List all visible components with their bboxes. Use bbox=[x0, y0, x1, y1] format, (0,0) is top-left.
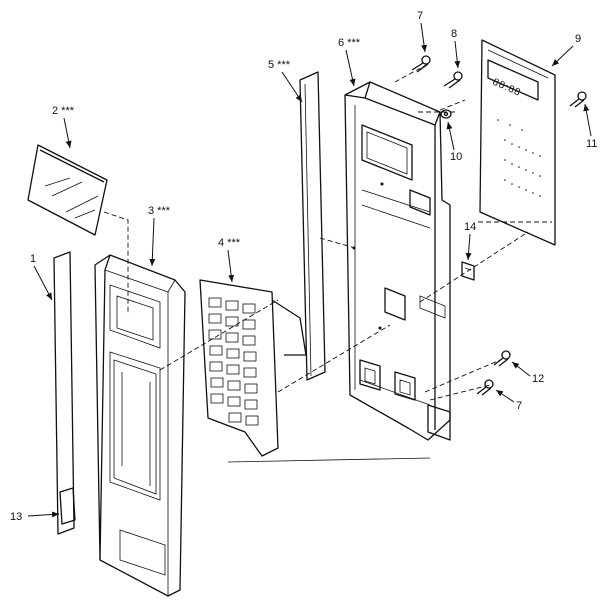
callout-9: 9 bbox=[551, 33, 581, 67]
screw-8 bbox=[443, 71, 463, 89]
part-6-control-chassis bbox=[344, 81, 451, 441]
callout-label-4: 4 *** bbox=[218, 237, 241, 249]
callout-label-14: 14 bbox=[464, 221, 476, 233]
callout-label-11: 11 bbox=[586, 138, 597, 150]
callout-label-7-top: 7 bbox=[417, 10, 423, 22]
callout-label-1: 1 bbox=[30, 253, 36, 265]
callout-5: 5 *** bbox=[268, 59, 303, 103]
part-13-pad bbox=[59, 487, 76, 525]
washer-10 bbox=[440, 109, 452, 119]
callout-7-top: 7 bbox=[417, 10, 428, 53]
keypad-keys bbox=[208, 297, 259, 426]
callout-label-12: 12 bbox=[532, 373, 544, 385]
callout-13: 13 bbox=[10, 511, 60, 523]
part-5-side-strip bbox=[299, 71, 326, 381]
callout-label-2: 2 *** bbox=[52, 105, 75, 117]
part-4-keypad bbox=[199, 279, 307, 457]
callout-label-5: 5 *** bbox=[268, 59, 291, 71]
callout-label-9: 9 bbox=[575, 33, 581, 45]
callout-8: 8 bbox=[451, 28, 461, 69]
screw-7-bottom bbox=[476, 379, 494, 396]
circuit-dots bbox=[497, 119, 541, 197]
callout-1: 1 bbox=[30, 253, 53, 301]
part-3-door-panel bbox=[94, 254, 186, 597]
display-readout: 88:88 bbox=[491, 77, 523, 99]
callout-label-6: 6 *** bbox=[338, 37, 361, 49]
screw-11 bbox=[569, 91, 587, 108]
callout-label-3: 3 *** bbox=[148, 205, 171, 217]
callout-11: 11 bbox=[583, 103, 597, 150]
callout-3: 3 *** bbox=[148, 205, 171, 267]
callout-label-10: 10 bbox=[450, 151, 462, 163]
callout-7-bottom: 7 bbox=[495, 389, 522, 412]
screw-7-top bbox=[411, 55, 431, 73]
bracket-14 bbox=[461, 261, 475, 281]
screw-12 bbox=[493, 350, 511, 367]
assembly-guide-lines bbox=[103, 63, 552, 463]
callout-4: 4 *** bbox=[218, 237, 241, 283]
callout-14: 14 bbox=[464, 221, 476, 261]
part-1-strip bbox=[53, 251, 75, 535]
callout-2: 2 *** bbox=[52, 105, 75, 149]
callout-6: 6 *** bbox=[338, 37, 361, 87]
part-9-display-board: 88:88 bbox=[479, 39, 556, 246]
callout-label-13: 13 bbox=[10, 511, 22, 523]
part-2-window-glass bbox=[27, 144, 108, 236]
callout-label-7-bottom: 7 bbox=[516, 400, 522, 412]
callout-12: 12 bbox=[511, 361, 544, 385]
callout-10: 10 bbox=[446, 121, 462, 163]
callout-label-8: 8 bbox=[451, 28, 457, 40]
